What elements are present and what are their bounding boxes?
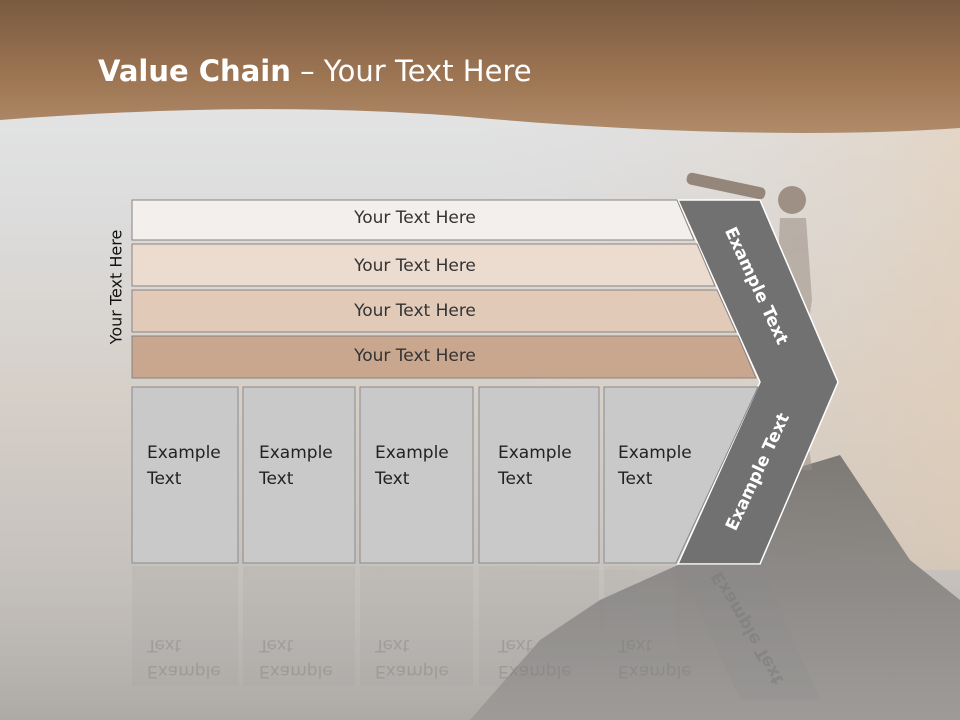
box-4-reflection-line1: Example xyxy=(498,661,572,681)
rock-silhouette xyxy=(470,455,960,720)
box-4-line1: Example xyxy=(498,443,572,463)
band-4-label: Your Text Here xyxy=(354,346,476,366)
box-4-reflection-line2: Text xyxy=(498,635,533,655)
box-2-reflection-line1: Example xyxy=(259,661,333,681)
box-3-label: Example Text xyxy=(375,440,475,492)
band-1 xyxy=(131,199,695,241)
header-band xyxy=(0,0,960,133)
box-5-line1: Example xyxy=(618,443,692,463)
box-1-reflection-line1: Example xyxy=(147,661,221,681)
box-1 xyxy=(131,386,239,564)
box-2 xyxy=(242,386,356,564)
box-4-label: Example Text xyxy=(498,440,598,492)
box-3-line1: Example xyxy=(375,443,449,463)
box-5-line2: Text xyxy=(618,469,653,489)
box-2-reflection-line2: Text xyxy=(259,635,294,655)
box-4-line2: Text xyxy=(498,469,533,489)
slide-title: Value Chain – Your Text Here xyxy=(98,54,532,88)
chevron-arrow xyxy=(676,199,839,565)
box-1-line2: Text xyxy=(147,469,182,489)
box-reflections xyxy=(132,566,676,686)
box-1-reflection: Example Text xyxy=(147,632,247,684)
box-3 xyxy=(359,386,474,564)
box-5-label: Example Text xyxy=(618,440,718,492)
box-2-line1: Example xyxy=(259,443,333,463)
band-4 xyxy=(131,335,757,379)
box-2-reflection: Example Text xyxy=(259,632,359,684)
box-3-reflection-line2: Text xyxy=(375,635,410,655)
box-3-line2: Text xyxy=(375,469,410,489)
band-2-label: Your Text Here xyxy=(354,256,476,276)
band-1-label: Your Text Here xyxy=(354,208,476,228)
box-3-reflection: Example Text xyxy=(375,632,475,684)
box-5 xyxy=(603,386,759,564)
box-1-line1: Example xyxy=(147,443,221,463)
title-bold: Value Chain xyxy=(98,54,291,88)
title-rest: – Your Text Here xyxy=(290,54,532,88)
band-3 xyxy=(131,289,737,333)
box-1-label: Example Text xyxy=(147,440,247,492)
box-5-reflection-line2: Text xyxy=(618,635,653,655)
box-2-line2: Text xyxy=(259,469,294,489)
box-1-reflection-line2: Text xyxy=(147,635,182,655)
band-2 xyxy=(131,243,716,287)
box-2-label: Example Text xyxy=(259,440,359,492)
box-5-reflection-line1: Example xyxy=(618,661,692,681)
band-3-label: Your Text Here xyxy=(354,301,476,321)
box-4-reflection: Example Text xyxy=(498,632,598,684)
box-3-reflection-line1: Example xyxy=(375,661,449,681)
chevron-reflection xyxy=(678,564,820,700)
box-4 xyxy=(478,386,600,564)
vertical-label: Your Text Here xyxy=(106,229,126,345)
box-5-reflection: Example Text xyxy=(618,632,718,684)
